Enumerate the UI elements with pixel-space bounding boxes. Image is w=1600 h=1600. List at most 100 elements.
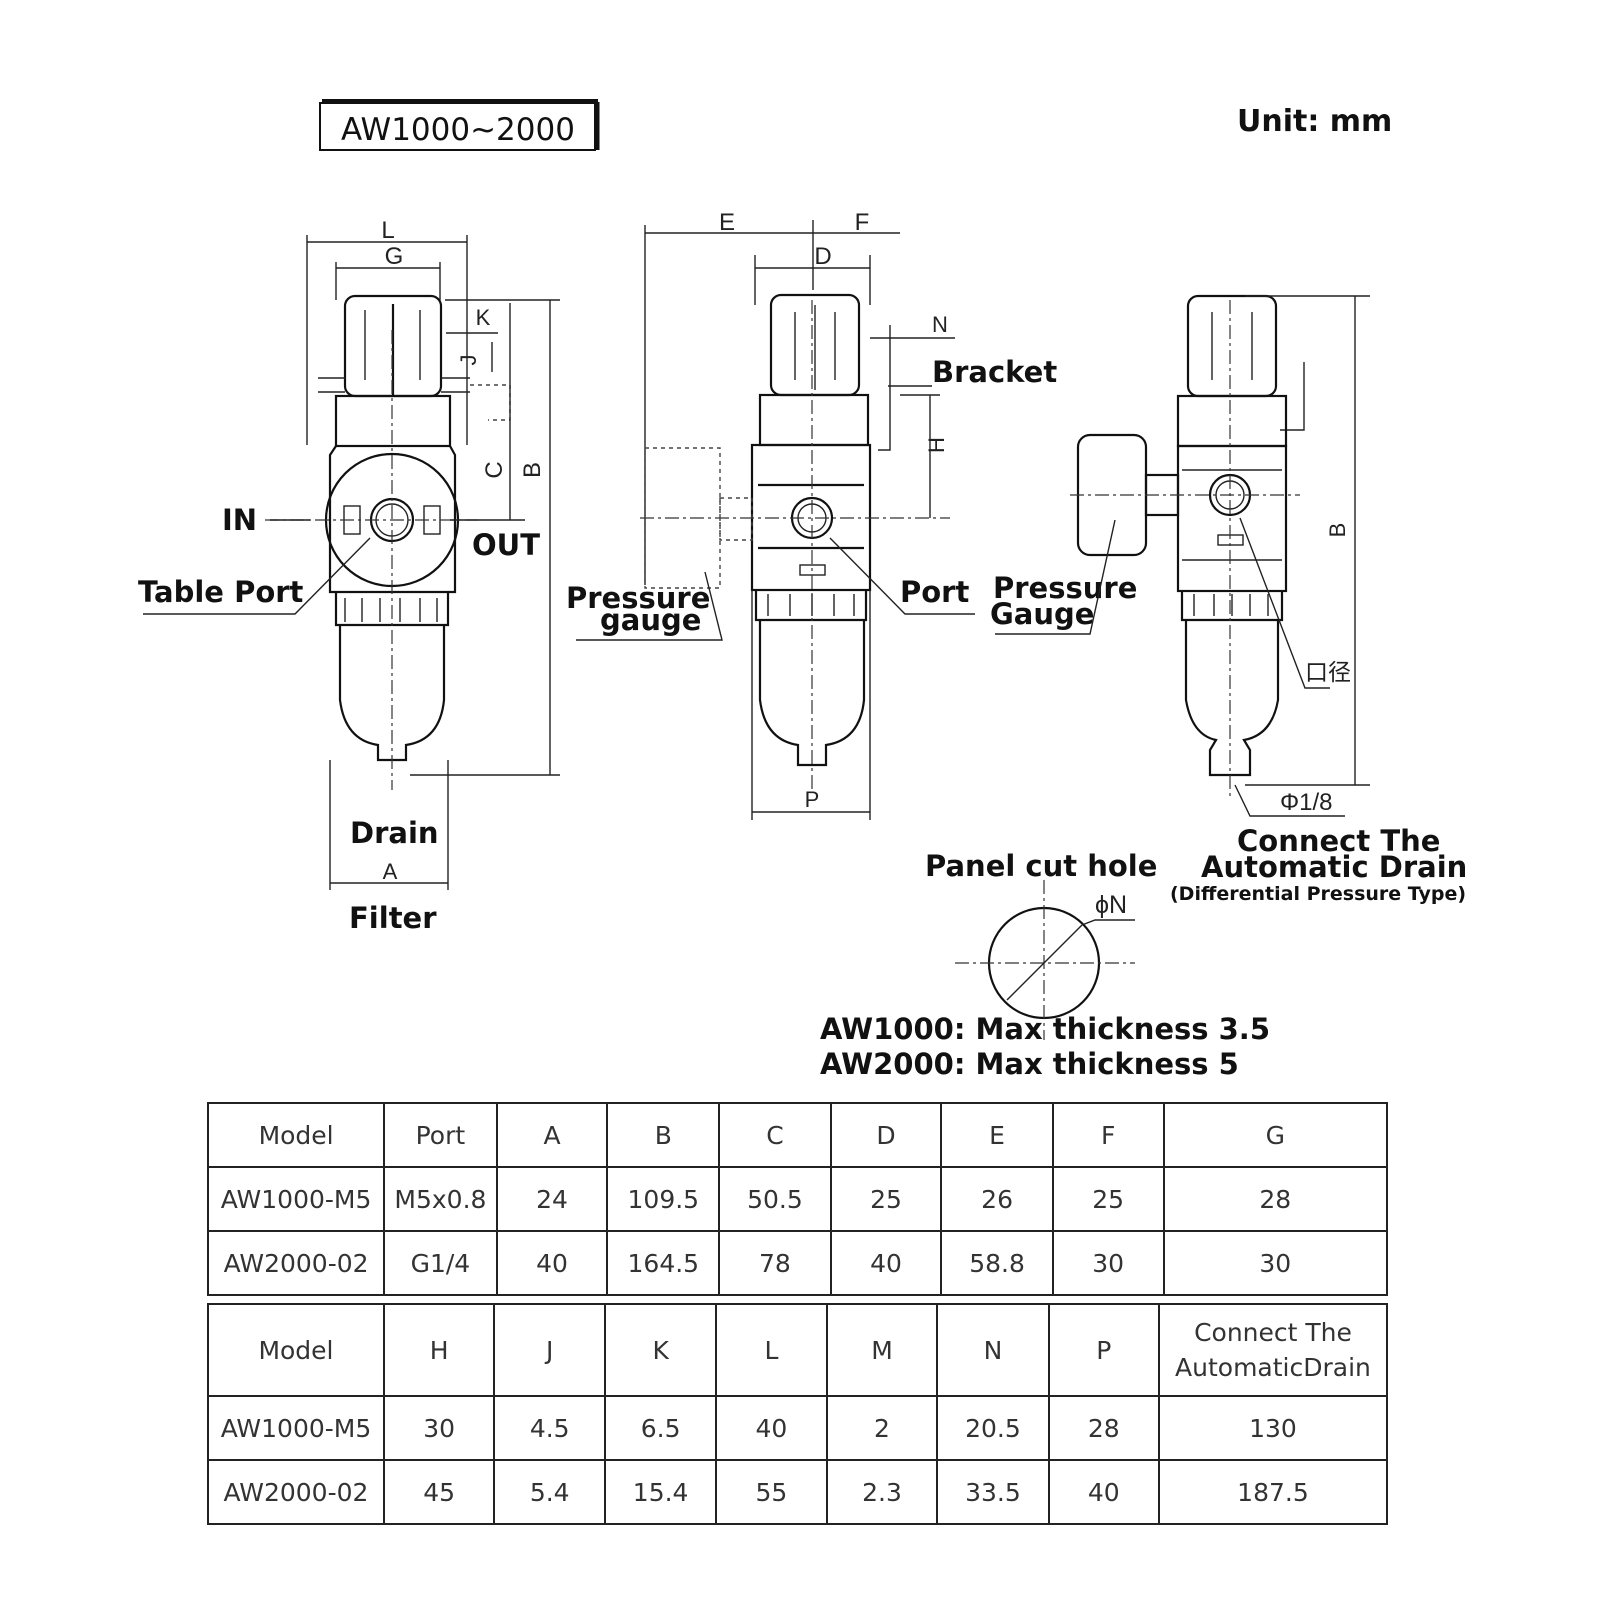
table-cell: D xyxy=(829,1102,943,1168)
table-cell: 15.4 xyxy=(604,1459,718,1525)
table-cell: P xyxy=(1047,1303,1160,1397)
table-row: AW2000-02 G1/4 40 164.5 78 40 58.8 30 30 xyxy=(206,1230,1389,1296)
dim-J: J xyxy=(456,355,481,366)
table-cell: H xyxy=(382,1303,496,1397)
dim-E: E xyxy=(719,209,735,236)
label-in: IN xyxy=(222,503,257,537)
table-cell: 45 xyxy=(382,1459,496,1525)
table-cell: E xyxy=(940,1102,1054,1168)
table-cell: AW2000-02 xyxy=(206,1230,386,1296)
table-cell: L xyxy=(715,1303,828,1397)
dimension-table-1: Model Port A B C D E F G AW1000-M5 M5x0.… xyxy=(206,1102,1389,1296)
label-port: Port xyxy=(900,575,969,609)
label-pressure-gauge-2a: Pressure xyxy=(993,571,1137,605)
dim-P: P xyxy=(805,787,820,812)
table-cell: 130 xyxy=(1157,1395,1389,1461)
table-cell: Model xyxy=(206,1102,386,1168)
label-pressure-gauge-1b: gauge xyxy=(600,603,701,637)
table-cell: 40 xyxy=(829,1230,943,1296)
dim-C: C xyxy=(481,461,508,478)
table-cell: 2 xyxy=(825,1395,939,1461)
table-cell: N xyxy=(936,1303,1050,1397)
table-cell: 30 xyxy=(1051,1230,1165,1296)
dimension-table-2: Model H J K L M N P Connect The Automati… xyxy=(207,1303,1389,1525)
table-cell: 30 xyxy=(382,1395,496,1461)
technical-drawing: AW1000~2000 Unit: mm L G K J xyxy=(138,99,1467,1081)
table-cell: 187.5 xyxy=(1157,1459,1389,1525)
label-phi-18: Φ1/8 xyxy=(1280,789,1333,816)
dim-G: G xyxy=(385,243,404,270)
label-pressure-gauge-2b: Gauge xyxy=(990,597,1094,631)
table-cell: 28 xyxy=(1162,1166,1389,1232)
table-cell: 25 xyxy=(1051,1166,1165,1232)
table-cell: 26 xyxy=(940,1166,1054,1232)
label-table-port: Table Port xyxy=(138,575,304,609)
table-cell: M5x0.8 xyxy=(383,1166,498,1232)
label-connect-3: (Differential Pressure Type) xyxy=(1170,883,1466,905)
table-cell: J xyxy=(493,1303,607,1397)
table-cell: Model xyxy=(207,1303,385,1397)
table-cell: AW1000-M5 xyxy=(207,1395,385,1461)
label-caliber: 口径 xyxy=(1305,659,1351,685)
table-cell: 25 xyxy=(829,1166,943,1232)
table-cell: F xyxy=(1051,1102,1165,1168)
title-text: AW1000~2000 xyxy=(341,112,575,148)
table-cell: 20.5 xyxy=(936,1395,1050,1461)
table-header-row: Model Port A B C D E F G xyxy=(206,1102,1389,1168)
table-cell: 6.5 xyxy=(604,1395,718,1461)
table-cell: 28 xyxy=(1047,1395,1160,1461)
label-connect-2: Automatic Drain xyxy=(1201,850,1467,884)
label-bracket: Bracket xyxy=(932,355,1057,389)
table-cell: Port xyxy=(383,1102,498,1168)
table-cell: AW1000-M5 xyxy=(206,1166,386,1232)
dim-K: K xyxy=(476,305,491,330)
table-row: AW1000-M5 M5x0.8 24 109.5 50.5 25 26 25 … xyxy=(206,1166,1389,1232)
table-cell: 78 xyxy=(718,1230,832,1296)
table-cell: 24 xyxy=(495,1166,609,1232)
table-cell: 58.8 xyxy=(940,1230,1054,1296)
table-cell: 109.5 xyxy=(606,1166,721,1232)
regulator-side-view: E F D N Bracket H xyxy=(566,209,1057,820)
table-cell: 40 xyxy=(1047,1459,1160,1525)
table-cell: G xyxy=(1162,1102,1389,1168)
note-aw2000: AW2000: Max thickness 5 xyxy=(820,1047,1239,1081)
table-cell: 4.5 xyxy=(493,1395,607,1461)
table-cell: 40 xyxy=(495,1230,609,1296)
table-cell: 55 xyxy=(715,1459,828,1525)
note-aw1000: AW1000: Max thickness 3.5 xyxy=(820,1012,1270,1046)
table-cell: C xyxy=(718,1102,832,1168)
table-cell: 2.3 xyxy=(825,1459,939,1525)
filter-front-view: L G K J C xyxy=(138,217,560,935)
dim-L: L xyxy=(381,217,394,244)
table-cell: 30 xyxy=(1162,1230,1389,1296)
title-box: AW1000~2000 xyxy=(319,99,600,151)
table-cell: 40 xyxy=(715,1395,828,1461)
dim-F: F xyxy=(855,209,870,236)
table-cell: B xyxy=(606,1102,721,1168)
table-row: AW2000-02 45 5.4 15.4 55 2.3 33.5 40 187… xyxy=(207,1459,1389,1525)
label-out: OUT xyxy=(472,528,540,562)
dim-B: B xyxy=(519,462,546,478)
label-panel-cut: Panel cut hole xyxy=(925,849,1157,883)
table-cell: G1/4 xyxy=(383,1230,498,1296)
table-cell: AW2000-02 xyxy=(207,1459,385,1525)
table-cell: 5.4 xyxy=(493,1459,607,1525)
dim-D: D xyxy=(814,243,831,270)
dim-H: H xyxy=(924,437,949,453)
automatic-drain-view: B Pressure Gauge 口径 Φ1/8 Connect The Aut… xyxy=(990,294,1467,905)
connect-line-1: Connect The xyxy=(1194,1318,1352,1347)
panel-cut-hole-detail: Panel cut hole ϕN AW1000: Max thickness … xyxy=(820,849,1270,1081)
label-drain: Drain xyxy=(350,816,439,850)
label-pressure-gauge-1a: Pressure xyxy=(566,581,710,615)
dim-A: A xyxy=(383,859,398,884)
dim-B2: B xyxy=(1325,523,1350,538)
table-cell-connect: Connect The AutomaticDrain xyxy=(1157,1303,1389,1397)
table-row: AW1000-M5 30 4.5 6.5 40 2 20.5 28 130 xyxy=(207,1395,1389,1461)
label-filter: Filter xyxy=(349,901,437,935)
table-header-row: Model H J K L M N P Connect The Automati… xyxy=(207,1303,1389,1397)
connect-line-2: AutomaticDrain xyxy=(1175,1353,1371,1382)
table-cell: 164.5 xyxy=(606,1230,721,1296)
table-cell: M xyxy=(825,1303,939,1397)
label-connect-1: Connect The xyxy=(1237,824,1440,858)
label-phi-n: ϕN xyxy=(1095,891,1127,919)
